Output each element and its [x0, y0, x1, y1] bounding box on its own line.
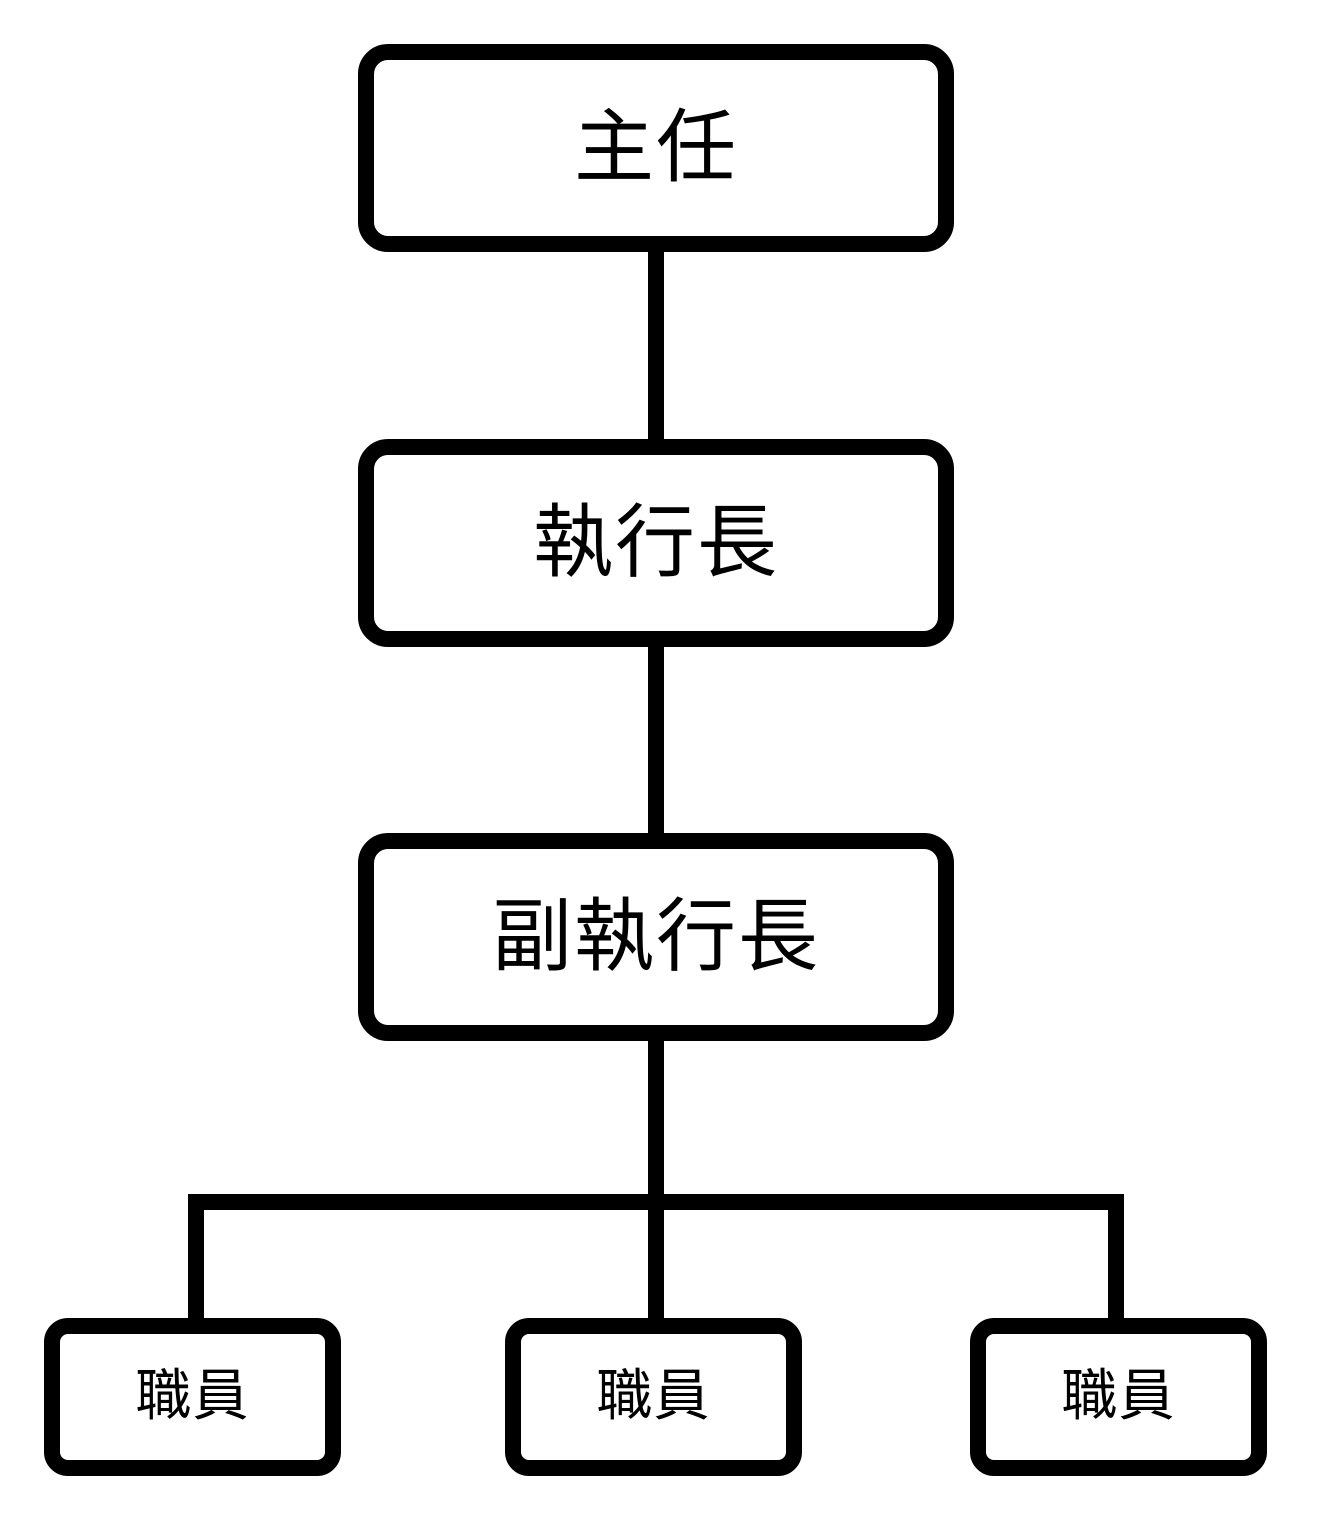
- node-staff: 職員: [44, 1318, 341, 1476]
- node-staff-label: 職員: [1061, 1364, 1176, 1429]
- node-director-label: 主任: [574, 101, 738, 194]
- node-ceo-label: 執行長: [533, 496, 779, 589]
- node-staff: 職員: [505, 1318, 802, 1476]
- node-staff: 職員: [970, 1318, 1267, 1476]
- node-staff-label: 職員: [596, 1364, 711, 1429]
- node-ceo: 執行長: [358, 439, 954, 647]
- node-deputy-ceo-label: 副執行長: [492, 890, 820, 983]
- node-staff-label: 職員: [135, 1364, 250, 1429]
- node-director: 主任: [358, 44, 954, 252]
- node-deputy-ceo: 副執行長: [358, 833, 954, 1041]
